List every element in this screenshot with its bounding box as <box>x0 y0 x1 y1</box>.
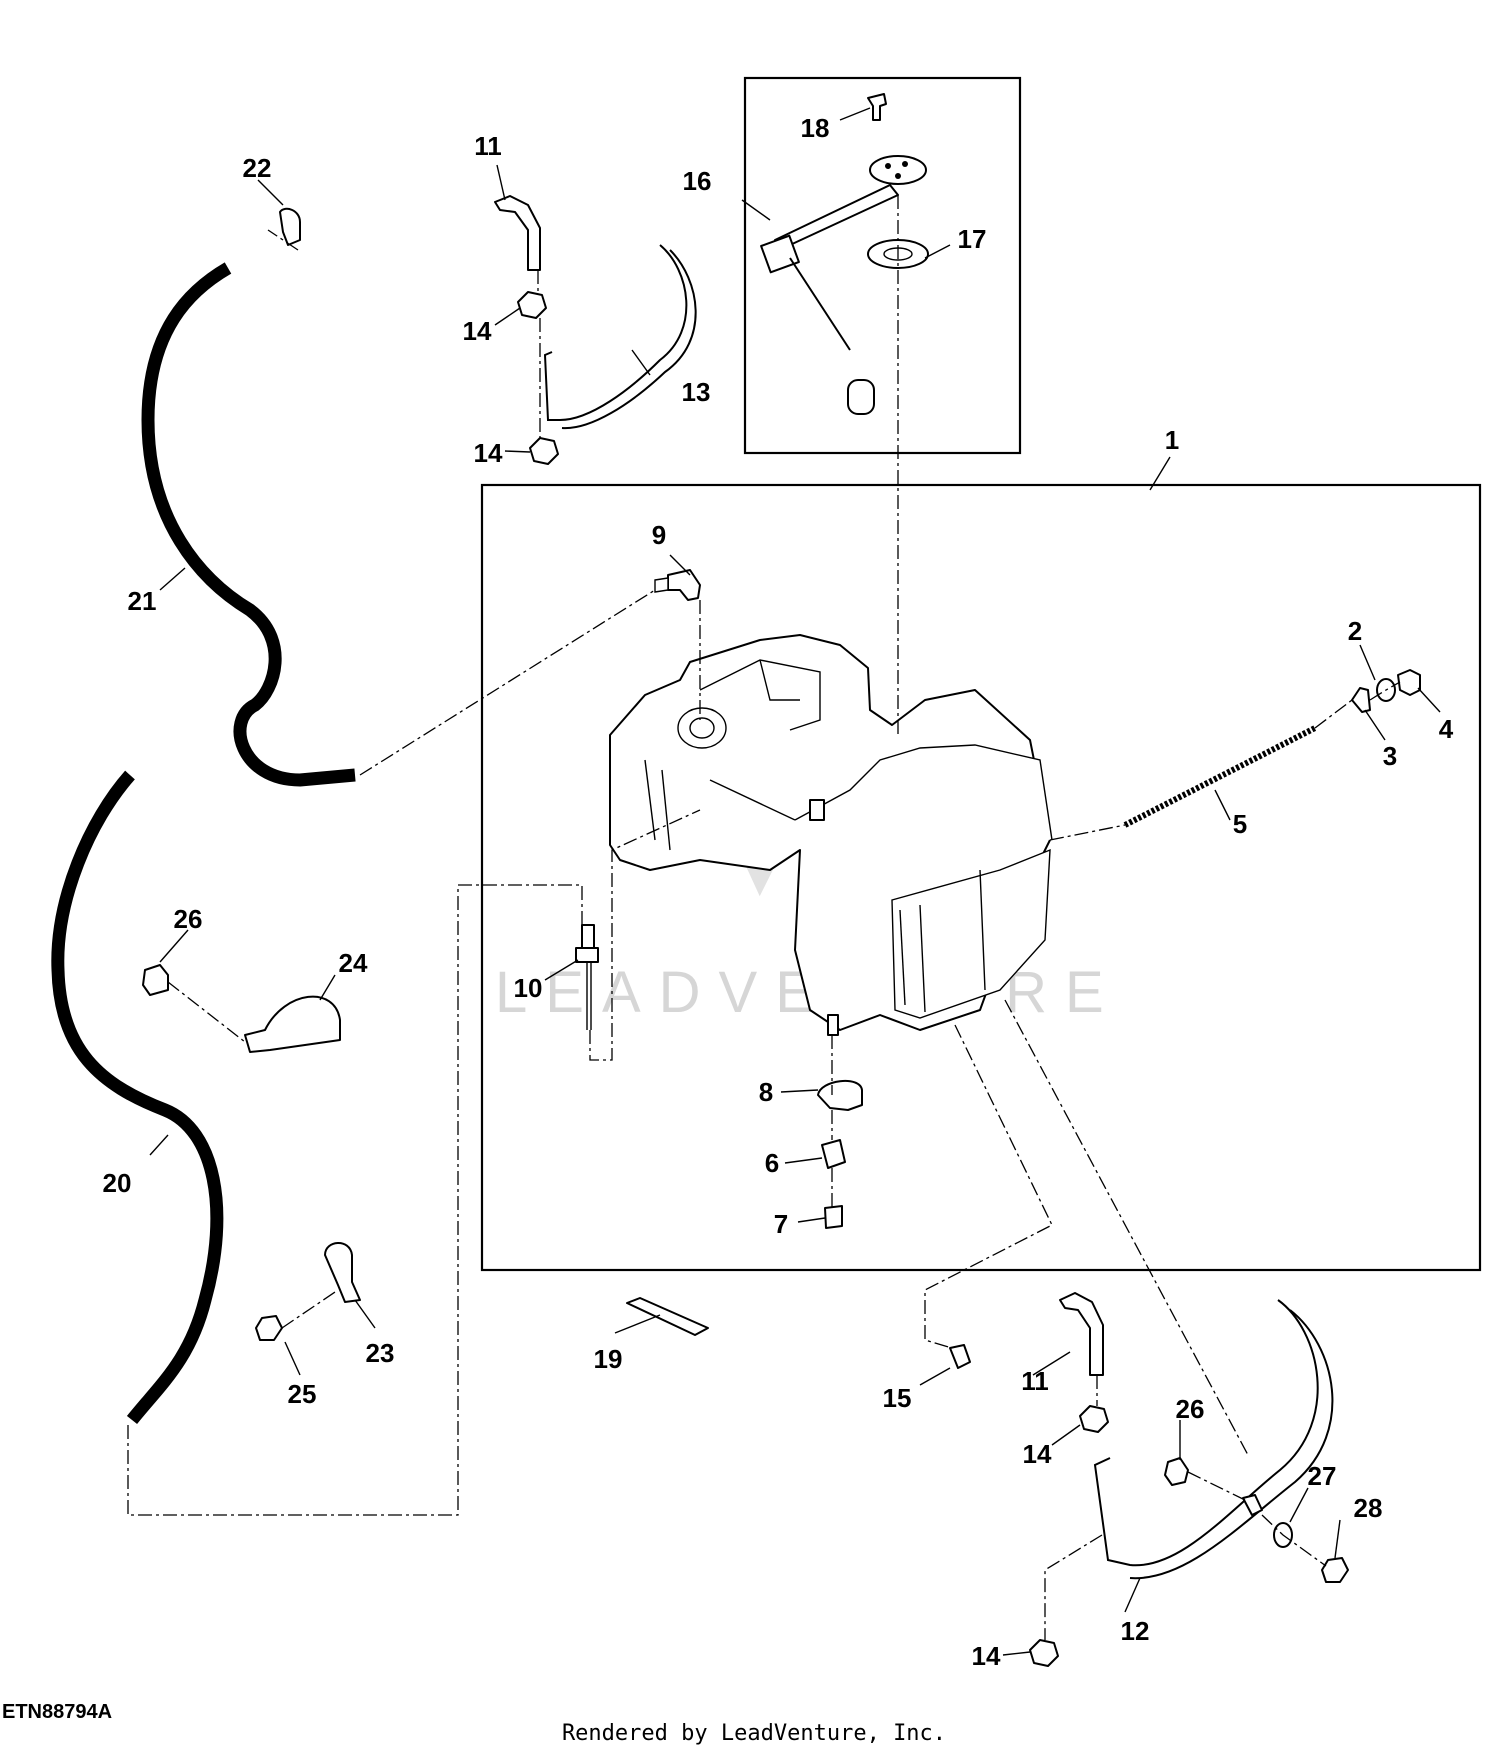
callout-9: 9 <box>652 520 666 550</box>
strap-12 <box>1093 1299 1319 1567</box>
screw-26-a <box>142 964 169 996</box>
callout-23: 23 <box>366 1338 395 1368</box>
callout-12: 12 <box>1121 1616 1150 1646</box>
callout-17: 17 <box>958 224 987 254</box>
bushing-3 <box>1351 687 1371 713</box>
fuel-tank <box>609 634 1053 1036</box>
callout-19: 19 <box>594 1344 623 1374</box>
callout-1: 1 <box>1165 425 1179 455</box>
sender-flange <box>869 155 927 185</box>
screw-26-b <box>1164 1457 1189 1486</box>
fuel-hose-20 <box>51 770 224 1425</box>
plate-19 <box>626 1297 709 1336</box>
vent-tube-11-upper <box>494 195 541 271</box>
clamp-8 <box>817 1079 863 1111</box>
callout-14-b: 14 <box>474 438 503 468</box>
callout-20: 20 <box>103 1168 132 1198</box>
callout-16: 16 <box>683 166 712 196</box>
nut-14-c <box>1079 1405 1109 1433</box>
callout-6: 6 <box>765 1148 779 1178</box>
callout-14-c: 14 <box>1023 1439 1052 1469</box>
callout-11-a: 11 <box>474 131 502 161</box>
callout-26-b: 26 <box>1176 1394 1205 1424</box>
callouts: 1 2 3 4 5 6 7 8 9 10 11 11 12 13 14 14 1… <box>103 113 1454 1671</box>
callout-8: 8 <box>759 1077 773 1107</box>
clip-24 <box>244 995 341 1053</box>
callout-3: 3 <box>1383 741 1397 771</box>
strap-13 <box>543 244 688 421</box>
fuel-hose-21 <box>141 262 356 787</box>
callout-15: 15 <box>883 1383 912 1413</box>
assembly-lines <box>127 195 1401 1640</box>
cap-4 <box>1397 669 1421 696</box>
sender-float <box>847 379 875 415</box>
figure-id: ETN88794A <box>2 1701 112 1723</box>
nut-14-d <box>1029 1639 1059 1667</box>
callout-11-b: 11 <box>1021 1366 1049 1396</box>
nut-25 <box>255 1315 283 1341</box>
sender-inset-frame <box>743 76 1022 455</box>
sender-screw <box>867 93 887 121</box>
fitting-6 <box>821 1139 846 1169</box>
callout-26-a: 26 <box>174 904 203 934</box>
bolt-15 <box>949 1344 971 1369</box>
callout-5: 5 <box>1233 809 1247 839</box>
callout-14-a: 14 <box>463 316 492 346</box>
vent-line-5 <box>1123 725 1317 828</box>
callout-13: 13 <box>682 377 711 407</box>
callout-2: 2 <box>1348 616 1362 646</box>
callout-28: 28 <box>1354 1493 1383 1523</box>
nut-14-a <box>517 291 547 319</box>
callout-22: 22 <box>243 153 272 183</box>
fuel-tank-assembly-frame <box>480 483 1482 1272</box>
callout-7: 7 <box>774 1209 788 1239</box>
fitting-10 <box>575 924 599 1030</box>
fuel-level-sender <box>760 93 929 415</box>
leader-lines <box>149 107 1441 1656</box>
callout-14-d: 14 <box>972 1641 1001 1671</box>
callout-21: 21 <box>128 586 157 616</box>
callout-27: 27 <box>1308 1461 1337 1491</box>
callout-24: 24 <box>339 948 368 978</box>
clip-23 <box>324 1242 361 1303</box>
plug-7 <box>824 1205 843 1229</box>
callout-25: 25 <box>288 1379 317 1409</box>
nut-14-b <box>529 437 559 465</box>
elbow-fitting-9 <box>667 569 701 601</box>
callout-10: 10 <box>514 973 543 1003</box>
clamp-22 <box>279 207 301 246</box>
vent-tube-11-lower <box>1059 1292 1104 1376</box>
callout-18: 18 <box>801 113 830 143</box>
credit-line: Rendered by LeadVenture, Inc. <box>562 1721 946 1746</box>
nut-28 <box>1321 1557 1349 1583</box>
callout-4: 4 <box>1439 714 1454 744</box>
